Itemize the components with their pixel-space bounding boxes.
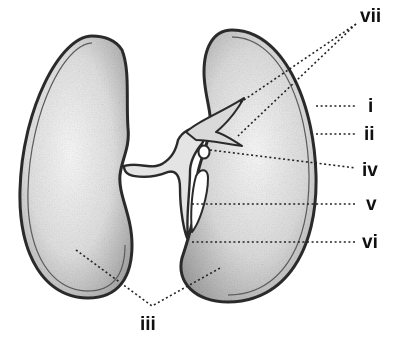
label-ii: ii (364, 124, 375, 145)
label-iii: iii (140, 314, 156, 335)
label-iv: iv (362, 160, 378, 181)
right-cotyledon (181, 30, 316, 302)
label-v: v (366, 194, 377, 215)
label-i: i (368, 96, 373, 117)
label-vii: vii (360, 6, 381, 27)
left-cotyledon (20, 36, 132, 298)
label-vi: vi (362, 232, 378, 253)
